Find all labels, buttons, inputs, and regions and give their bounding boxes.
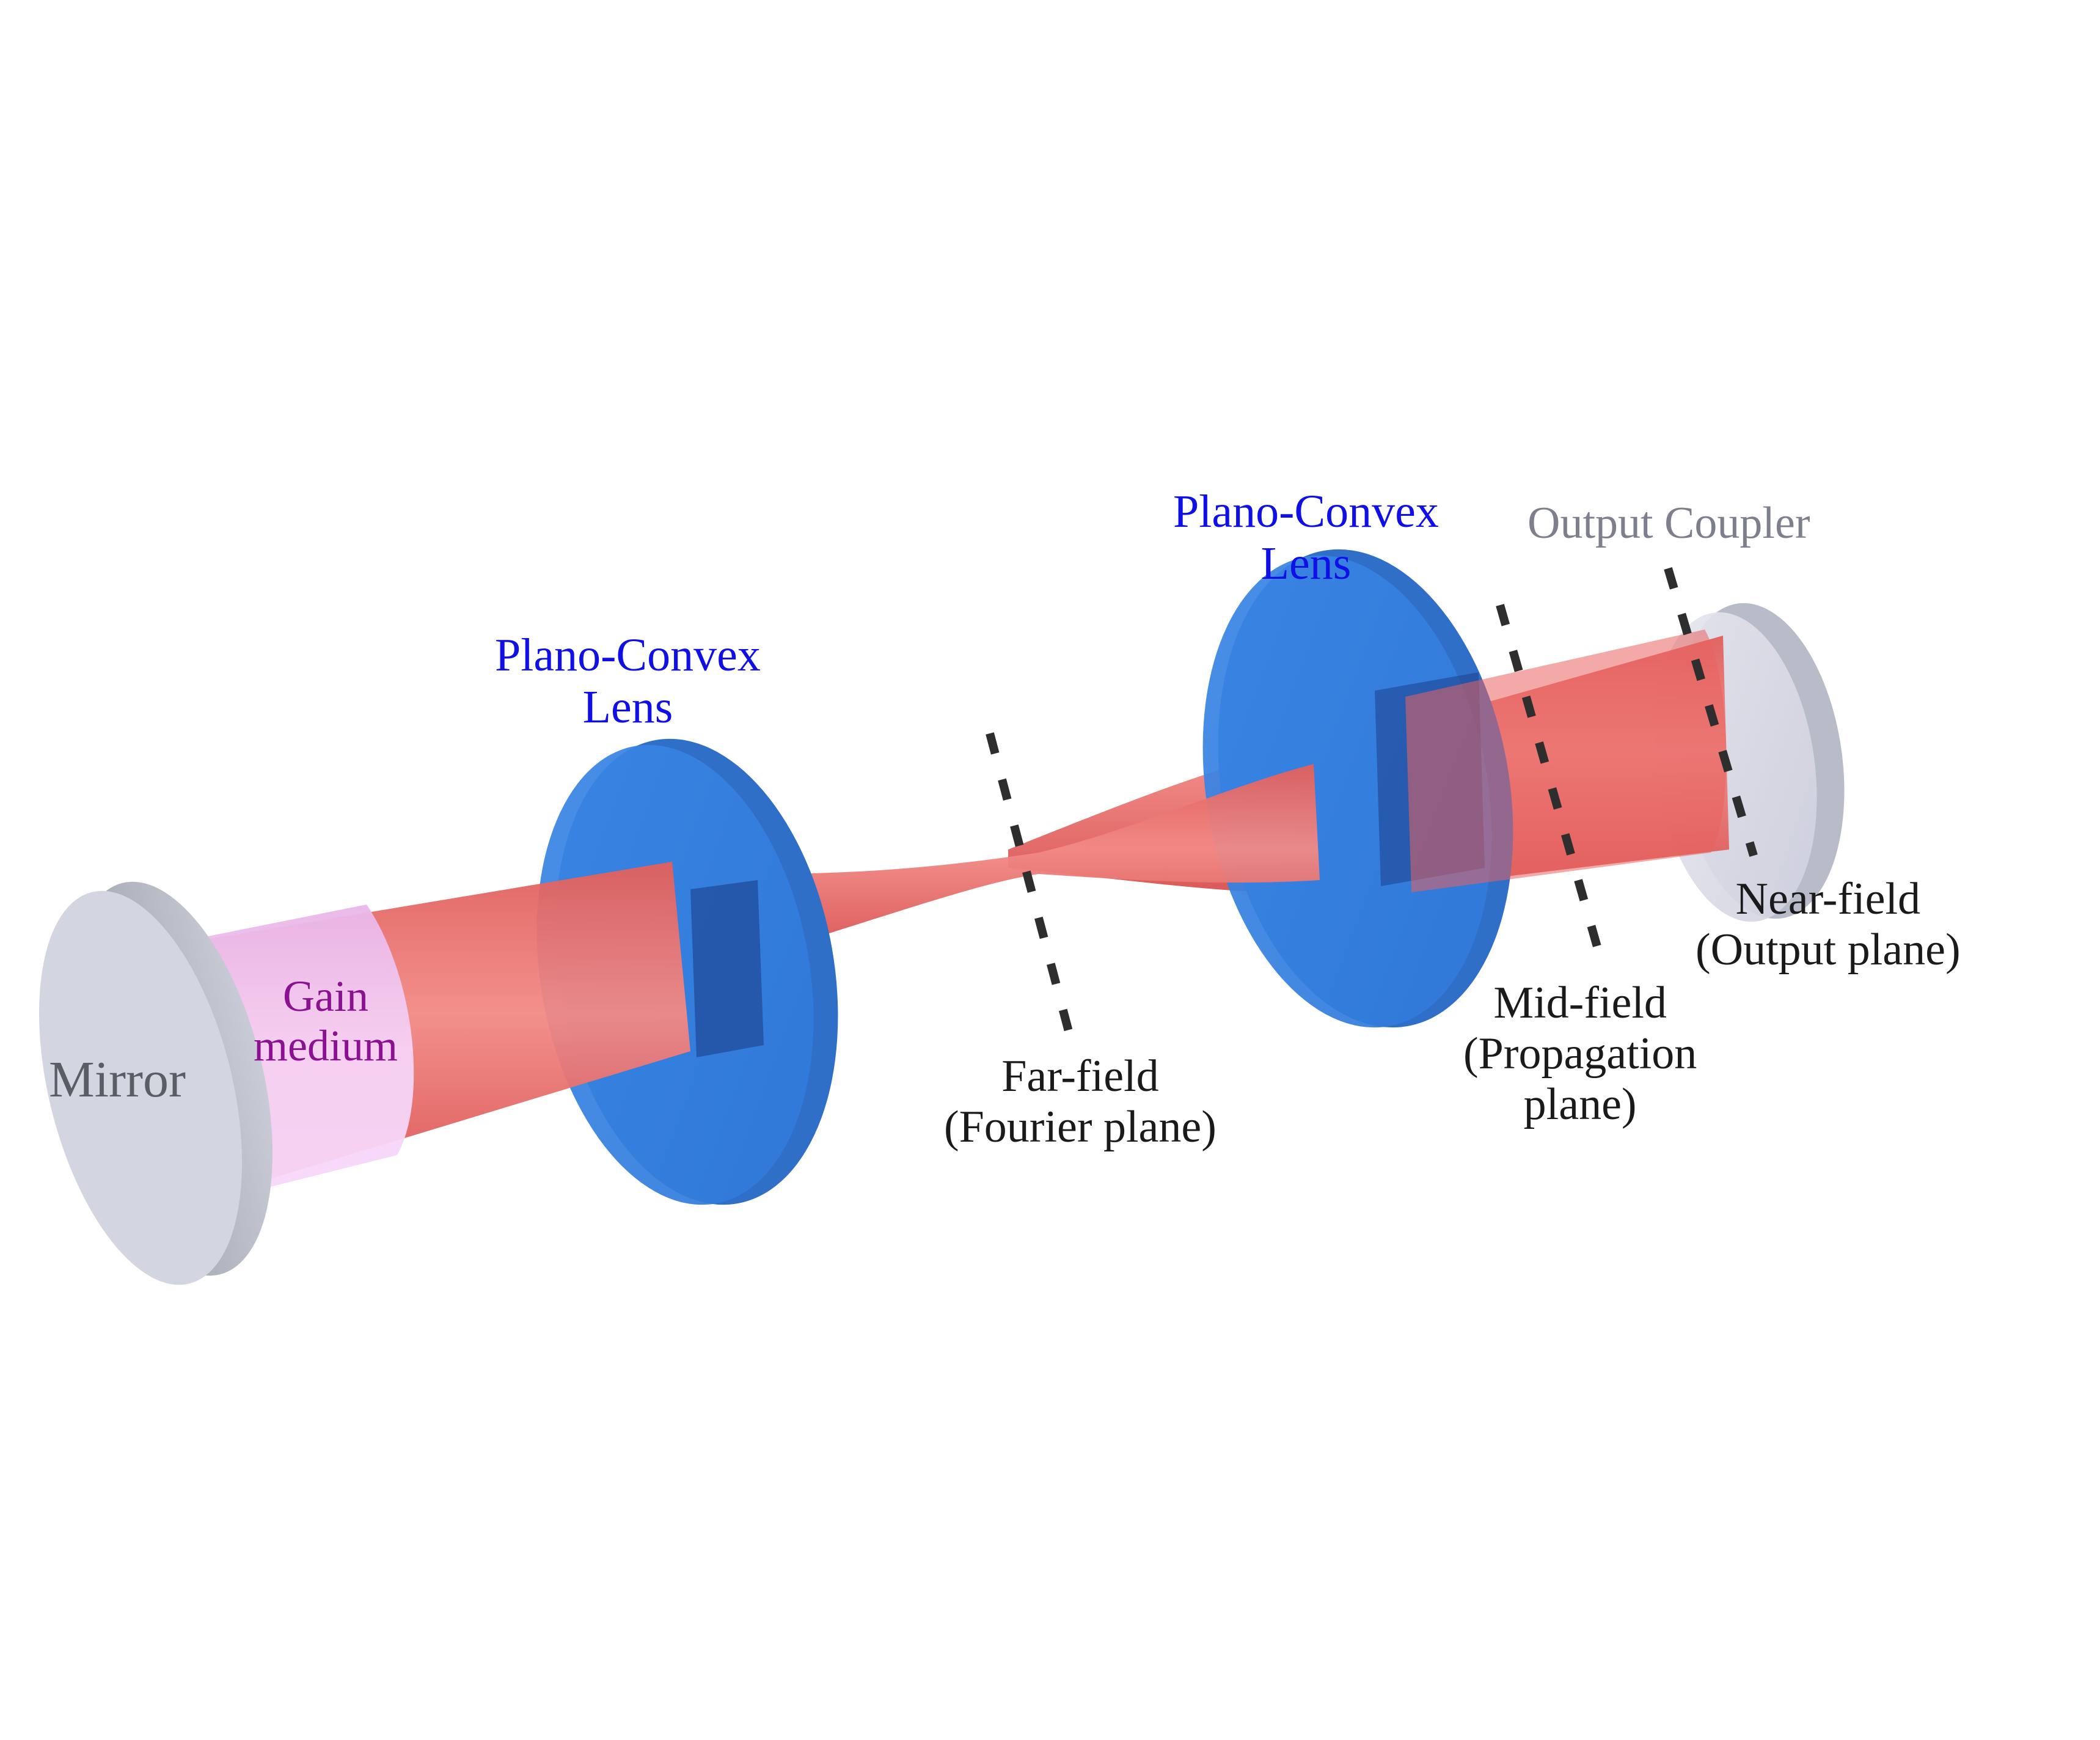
label-mirror: Mirror [49,1051,186,1108]
near-field-dashes [1664,567,1758,857]
lens-right [1202,549,1513,1028]
label-lens-left: Plano-Convex Lens [495,630,761,733]
far-field-dashes [986,732,1077,1046]
beam-waist [764,764,1320,953]
mirror [38,881,273,1285]
lens-left [536,738,838,1205]
label-gain-medium: Gain medium [254,972,398,1070]
label-output-coupler: Output Coupler [1527,498,1810,548]
beam-right-inner [1405,630,1727,892]
label-lens-right: Plano-Convex Lens [1173,486,1439,590]
mid-field-dashes [1496,604,1605,961]
label-far-field: Far-field (Fourier plane) [944,1051,1216,1152]
label-near-field: Near-field (Output plane) [1696,874,1961,975]
label-mid-field: Mid-field (Propagation plane) [1463,978,1697,1129]
